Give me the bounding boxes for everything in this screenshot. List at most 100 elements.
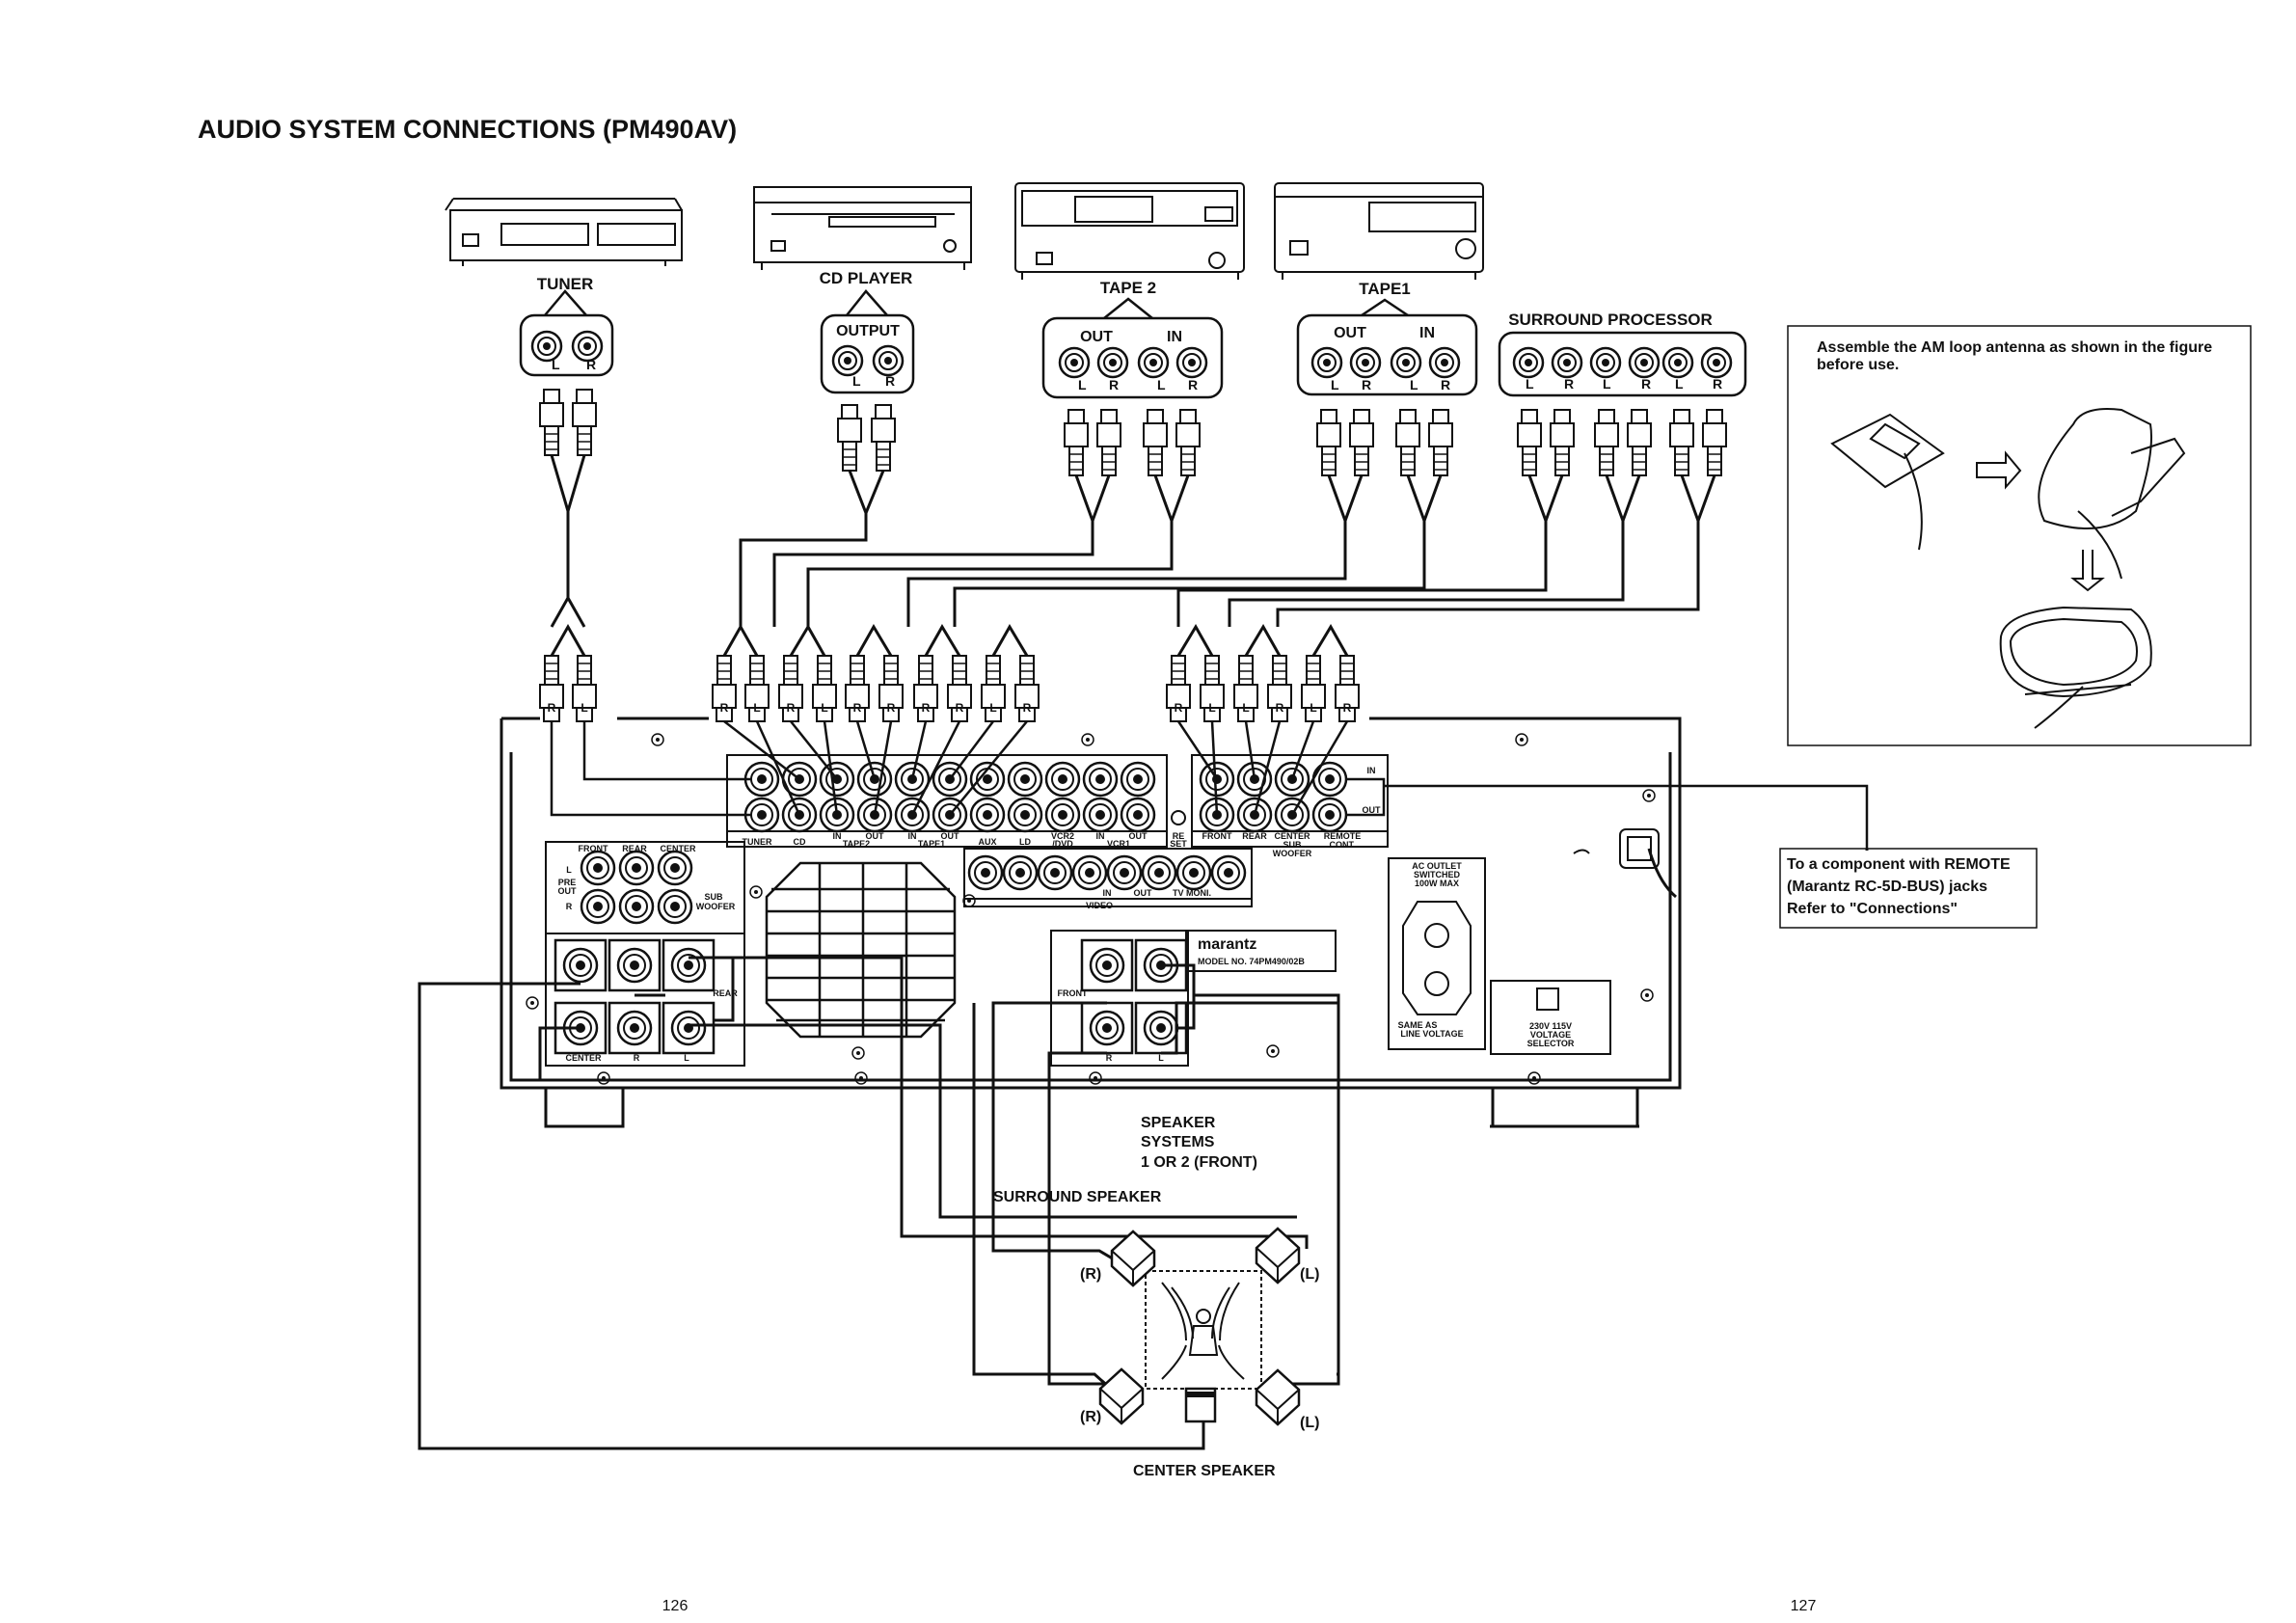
surround-in-center-label: CENTER <box>1274 831 1310 841</box>
brand-logo: marantz <box>1198 936 1256 953</box>
surround-in-label: IN <box>1367 766 1376 775</box>
plug-r: R <box>887 701 896 715</box>
speaker-l-label: L <box>684 1053 689 1063</box>
speaker-wires <box>418 956 1340 1450</box>
input-label-cd: CD <box>794 837 806 847</box>
voltage-line2: VOLTAGE <box>1530 1030 1571 1040</box>
plug-r: R <box>548 701 556 715</box>
pre-out-jacks <box>580 850 693 925</box>
front-l-label: L <box>1158 1053 1164 1063</box>
jack-r: R <box>1109 377 1119 392</box>
center-speaker-label: CENTER SPEAKER <box>1133 1463 1276 1479</box>
woofer-label: WOOFER <box>1273 849 1312 858</box>
remote-note-box <box>1779 848 2038 929</box>
same-as-line1: SAME AS <box>1398 1020 1438 1030</box>
remote-note-line3: Refer to "Connections" <box>1787 901 1958 917</box>
vcr1-label: VCR1 <box>1107 839 1130 849</box>
surround-out-label: OUT <box>1363 805 1382 815</box>
jack-r: R <box>586 357 596 372</box>
plug-l: L <box>581 701 587 715</box>
jack-l: L <box>1331 377 1339 392</box>
video-label: VIDEO <box>1086 901 1113 910</box>
page-title: AUDIO SYSTEM CONNECTIONS (PM490AV) <box>198 115 737 144</box>
front-speaker-label: FRONT <box>1058 988 1088 998</box>
video-out-label: OUT <box>1134 888 1153 898</box>
speaker-l-bottom-label: (L) <box>1300 1415 1319 1431</box>
heatsink-grille <box>765 861 957 1039</box>
cd-player-device <box>753 186 972 270</box>
antenna-note-line1: Assemble the AM loop antenna as shown in… <box>1817 339 2213 356</box>
antenna-note: Assemble the AM loop antenna as shown in… <box>1817 337 2246 376</box>
tape2-out-label: OUT <box>1080 329 1113 345</box>
plug-l: L <box>753 701 760 715</box>
front-speaker-section <box>1050 930 1337 1067</box>
ac-outlet-section <box>1388 828 1660 1055</box>
surround-speaker-label: SURROUND SPEAKER <box>993 1189 1162 1205</box>
tape1-group-label: TAPE1 <box>918 839 945 849</box>
plug-r: R <box>1343 701 1352 715</box>
jack-r: R <box>1713 376 1722 392</box>
pre-r-label: R <box>566 902 573 911</box>
plug-l: L <box>989 701 996 715</box>
tv-moni-label: TV MONI. <box>1173 888 1211 898</box>
surround-jack-panel <box>1498 331 1747 397</box>
remote-note-line1: To a component with REMOTE <box>1787 856 2011 873</box>
input-label-re: RE <box>1173 831 1185 841</box>
same-as-line2: LINE VOLTAGE <box>1400 1029 1463 1039</box>
front-speaker-knobs <box>1089 947 1179 1046</box>
jack-l: L <box>1603 376 1611 392</box>
ac-outlet-line3: 100W MAX <box>1415 879 1459 888</box>
front-r-label: R <box>1106 1053 1113 1063</box>
ac-outlet-line1: AC OUTLET <box>1412 861 1462 871</box>
antenna-note-box <box>1787 325 2252 746</box>
input-label-tape1-in: IN <box>908 831 917 841</box>
tape2-device <box>1014 182 1245 280</box>
cables <box>550 454 1716 628</box>
tape2-jack-panel <box>1041 316 1224 399</box>
speaker-r-top-label: (R) <box>1080 1266 1101 1283</box>
dvd-label: /DVD <box>1052 839 1073 849</box>
plug-l: L <box>1310 701 1316 715</box>
tuner-device <box>445 198 683 266</box>
pre-label: PRE <box>558 878 577 887</box>
input-label-ld: LD <box>1019 837 1031 847</box>
surround-in-rear-label: REAR <box>1242 831 1267 841</box>
jack-l: L <box>1078 377 1087 392</box>
surround-processor-label: SURROUND PROCESSOR <box>1508 311 1713 329</box>
pre-l-label: L <box>566 865 572 875</box>
plug-l: L <box>1242 701 1249 715</box>
plug-r: R <box>787 701 796 715</box>
pre-center-label: CENTER <box>660 844 696 853</box>
tuner-label: TUNER <box>537 275 594 293</box>
input-label-tape2-in: IN <box>833 831 842 841</box>
device-jacks <box>530 330 1733 379</box>
speaker-systems-line2: SYSTEMS <box>1141 1134 1215 1150</box>
receiver-end-plugs <box>539 655 1360 722</box>
jack-l: L <box>1410 377 1418 392</box>
jack-l: L <box>1526 376 1534 392</box>
video-jacks <box>967 854 1247 891</box>
jack-r: R <box>1564 376 1574 392</box>
cont-label: CONT. <box>1330 840 1356 850</box>
model-number: MODEL NO. 74PM490/02B <box>1198 957 1305 966</box>
tape2-group-label: TAPE2 <box>843 839 870 849</box>
voltage-line1: 230V 115V <box>1529 1021 1572 1031</box>
jack-l: L <box>552 357 560 372</box>
remote-note: To a component with REMOTE (Marantz RC-5… <box>1787 853 2038 920</box>
speaker-systems-line3: 1 OR 2 (FRONT) <box>1141 1154 1257 1171</box>
pre-out-label: OUT <box>558 886 578 896</box>
page-number-right: 127 <box>1791 1598 1817 1614</box>
input-label-tape2-out: OUT <box>866 831 885 841</box>
input-label-tape1-out: OUT <box>941 831 960 841</box>
plug-r: R <box>720 701 729 715</box>
receiver-plug-splits <box>550 623 1349 657</box>
jack-l: L <box>1157 377 1166 392</box>
voltage-line3: SELECTOR <box>1527 1039 1575 1048</box>
video-board <box>963 848 1253 907</box>
ac-outlet-line2: SWITCHED <box>1414 870 1460 879</box>
tape2-label: TAPE 2 <box>1100 279 1156 297</box>
remote-jack <box>1171 810 1186 825</box>
jack-r: R <box>885 373 895 389</box>
tape2-in-label: IN <box>1167 329 1182 345</box>
video-in-label: IN <box>1103 888 1112 898</box>
